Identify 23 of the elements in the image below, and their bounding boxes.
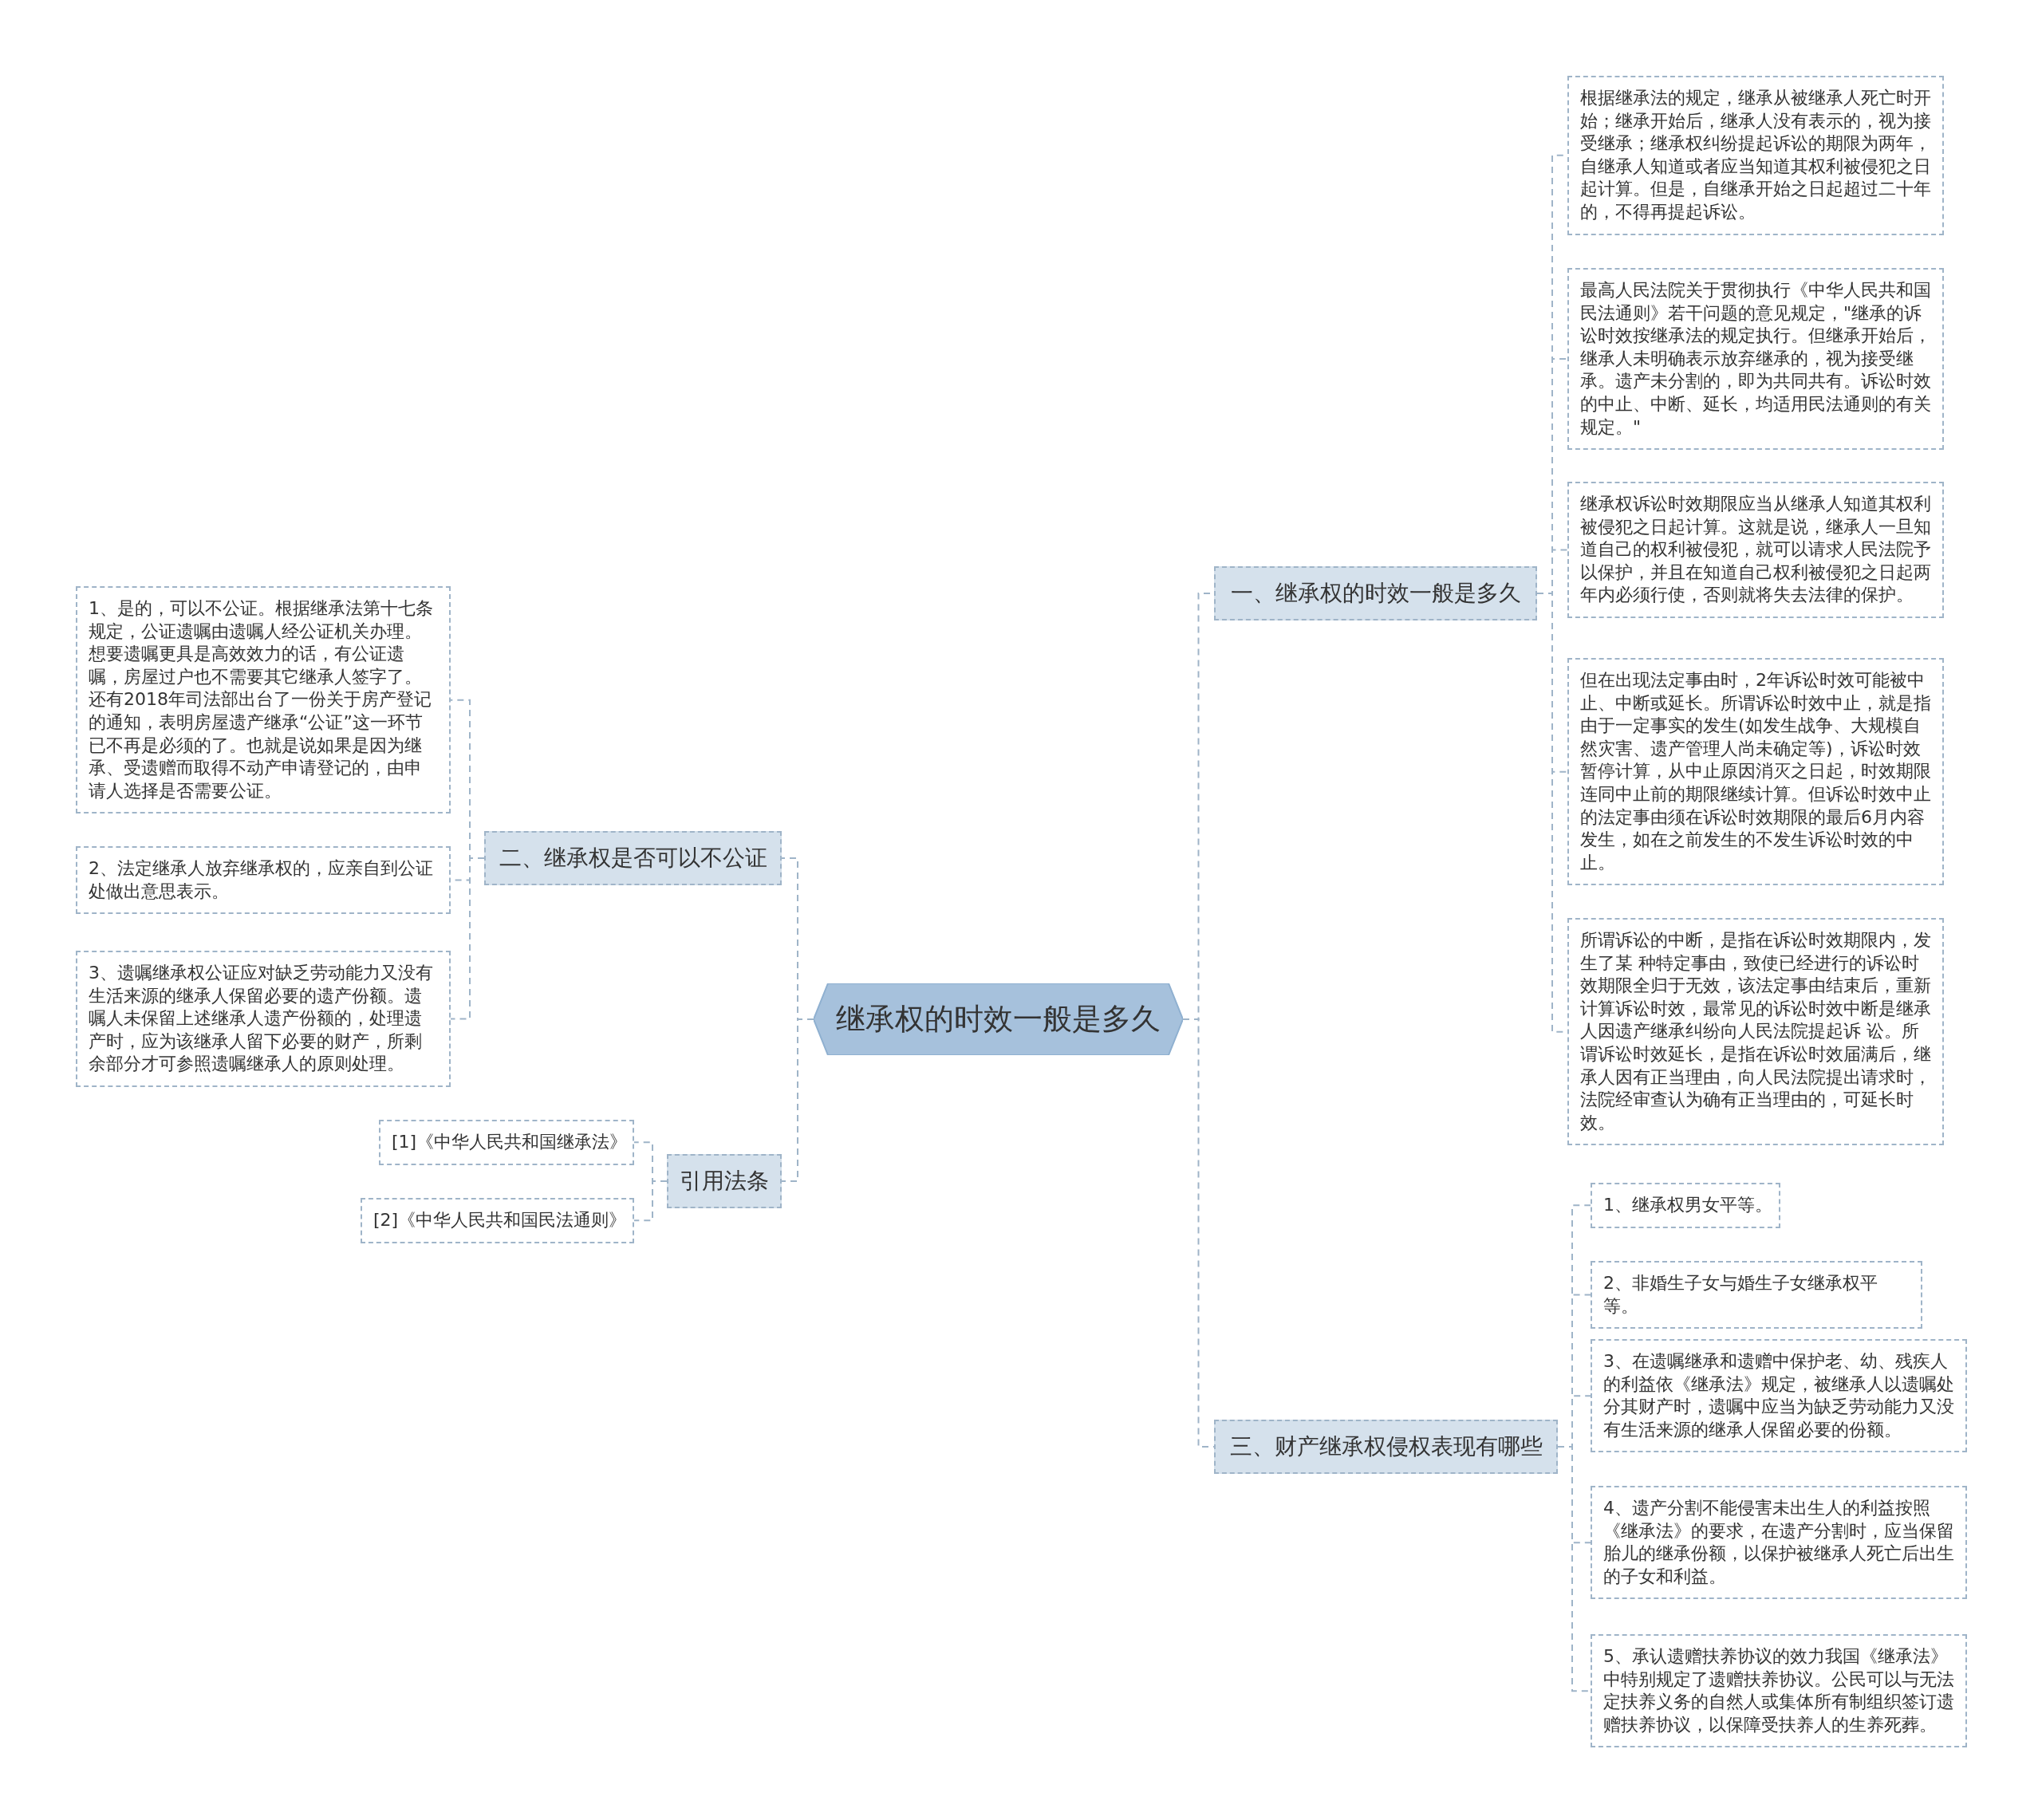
note-box: 3、在遗嘱继承和遗赠中保护老、幼、残疾人的利益依《继承法》规定，被继承人以遗嘱处分其财产时，遗嘱中应当为缺乏劳动能力又没有生活来源的继承人保留必要的份额。 xyxy=(1591,1339,1967,1453)
note-box: [2]《中华人民共和国民法通则》 xyxy=(361,1198,634,1243)
connector-line xyxy=(450,857,485,1020)
note-box: 所谓诉讼的中断，是指在诉讼时效期限内，发生了某 种特定事由，致使已经进行的诉讼时效期限全归于无效，该法定事由结束后，重新计算诉讼时效，最常见的诉讼时效中断是继承人因遗产继承纠纷向人民法院提起诉 讼。所谓诉讼时效延长，是指在诉讼时效届满后，继承人因有正当理由，向人民法院提出请求时，法院经审查认为确有正当理由的，可延长时效。 xyxy=(1567,918,1944,1146)
note-box: 继承权诉讼时效期限应当从继承人知道其权利被侵犯之日起计算。这就是说，继承人一旦知道自己的权利被侵犯，就可以请求人民法院予以保护，并且在知道自己权利被侵犯之日起两年内必须行使，否则就将失去法律的保护。 xyxy=(1567,482,1944,618)
note-box: 5、承认遗赠扶养协议的效力我国《继承法》中特别规定了遗赠扶养协议。公民可以与无法定扶养义务的自然人或集体所有制组织签订遗赠扶养协议，以保障受扶养人的生养死葬。 xyxy=(1591,1634,1967,1748)
note-box: 2、非婚生子女与婚生子女继承权平等。 xyxy=(1591,1261,1922,1330)
note-box: 3、遗嘱继承权公证应对缺乏劳动能力又没有生活来源的继承人保留必要的遗产份额。遗嘱人未保留上述继承人遗产份额的，处理遗产时，应为该继承人留下必要的财产，所剩余部分才可参照遗嘱继承人的原则处理。 xyxy=(76,951,451,1087)
topic-box: 二、继承权是否可以不公证 xyxy=(484,831,782,885)
topic-box: 一、继承权的时效一般是多久 xyxy=(1214,566,1537,620)
note-box: 但在出现法定事由时，2年诉讼时效可能被中止、中断或延长。所谓诉讼时效中止，就是指由于一定事实的发生(如发生战争、大规模自然灾害、遗产管理人尚未确定等)，诉讼时效暂停计算，从中止原因消灭之日起，时效期限连同中止前的期限继续计算。但诉讼时效中止的法定事由须在诉讼时效期限的最后6月内容发生，如在之前发生的不发生诉讼时效的中止。 xyxy=(1567,658,1944,886)
note-box: 1、继承权男女平等。 xyxy=(1591,1183,1780,1228)
connector-line xyxy=(633,1180,668,1222)
note-box: 最高人民法院关于贯彻执行《中华人民共和国民法通则》若干问题的意见规定，"继承的诉讼时效按继承法的规定执行。但继承开始后，继承人未明确表示放弃继承的，视为接受继承。遗产未分割的，即为共同共有。诉讼时效的中止、中断、延长，均适用民法通则的有关规定。" xyxy=(1567,268,1944,451)
connector-line xyxy=(781,1018,814,1182)
note-box: 根据继承法的规定，继承从被继承人死亡时开始；继承开始后，继承人没有表示的，视为接受继承；继承权纠纷提起诉讼的期限为两年，自继承人知道或者应当知道其权利被侵犯之日起计算。但是，自继承开始之日起超过二十年的，不得再提起诉讼。 xyxy=(1567,76,1944,235)
note-box: 4、遗产分割不能侵害未出生人的利益按照《继承法》的要求，在遗产分割时，应当保留胎儿的继承份额，以保护被继承人死亡后出生的子女和利益。 xyxy=(1591,1486,1967,1600)
note-box: 1、是的，可以不公证。根据继承法第十七条规定，公证遗嘱由遗嘱人经公证机关办理。想要遗嘱更具是高效效力的话，有公证遗嘱，房屋过户也不需要其它继承人签字了。还有2018年司法部出台了一份关于房产登记的通知，表明房屋遗产继承“公证”这一环节已不再是必须的了。也就是说如果是因为继承、受遗赠而取得不动产申请登记的，由申请人选择是否需要公证。 xyxy=(76,586,451,814)
note-box: 2、法定继承人放弃继承权的，应亲自到公证处做出意思表示。 xyxy=(76,846,451,915)
note-box: [1]《中华人民共和国继承法》 xyxy=(379,1120,634,1165)
topic-box: 引用法条 xyxy=(667,1154,782,1208)
central-topic: 继承权的时效一般是多久 xyxy=(814,983,1183,1055)
topic-box: 三、财产继承权侵权表现有哪些 xyxy=(1214,1420,1558,1474)
